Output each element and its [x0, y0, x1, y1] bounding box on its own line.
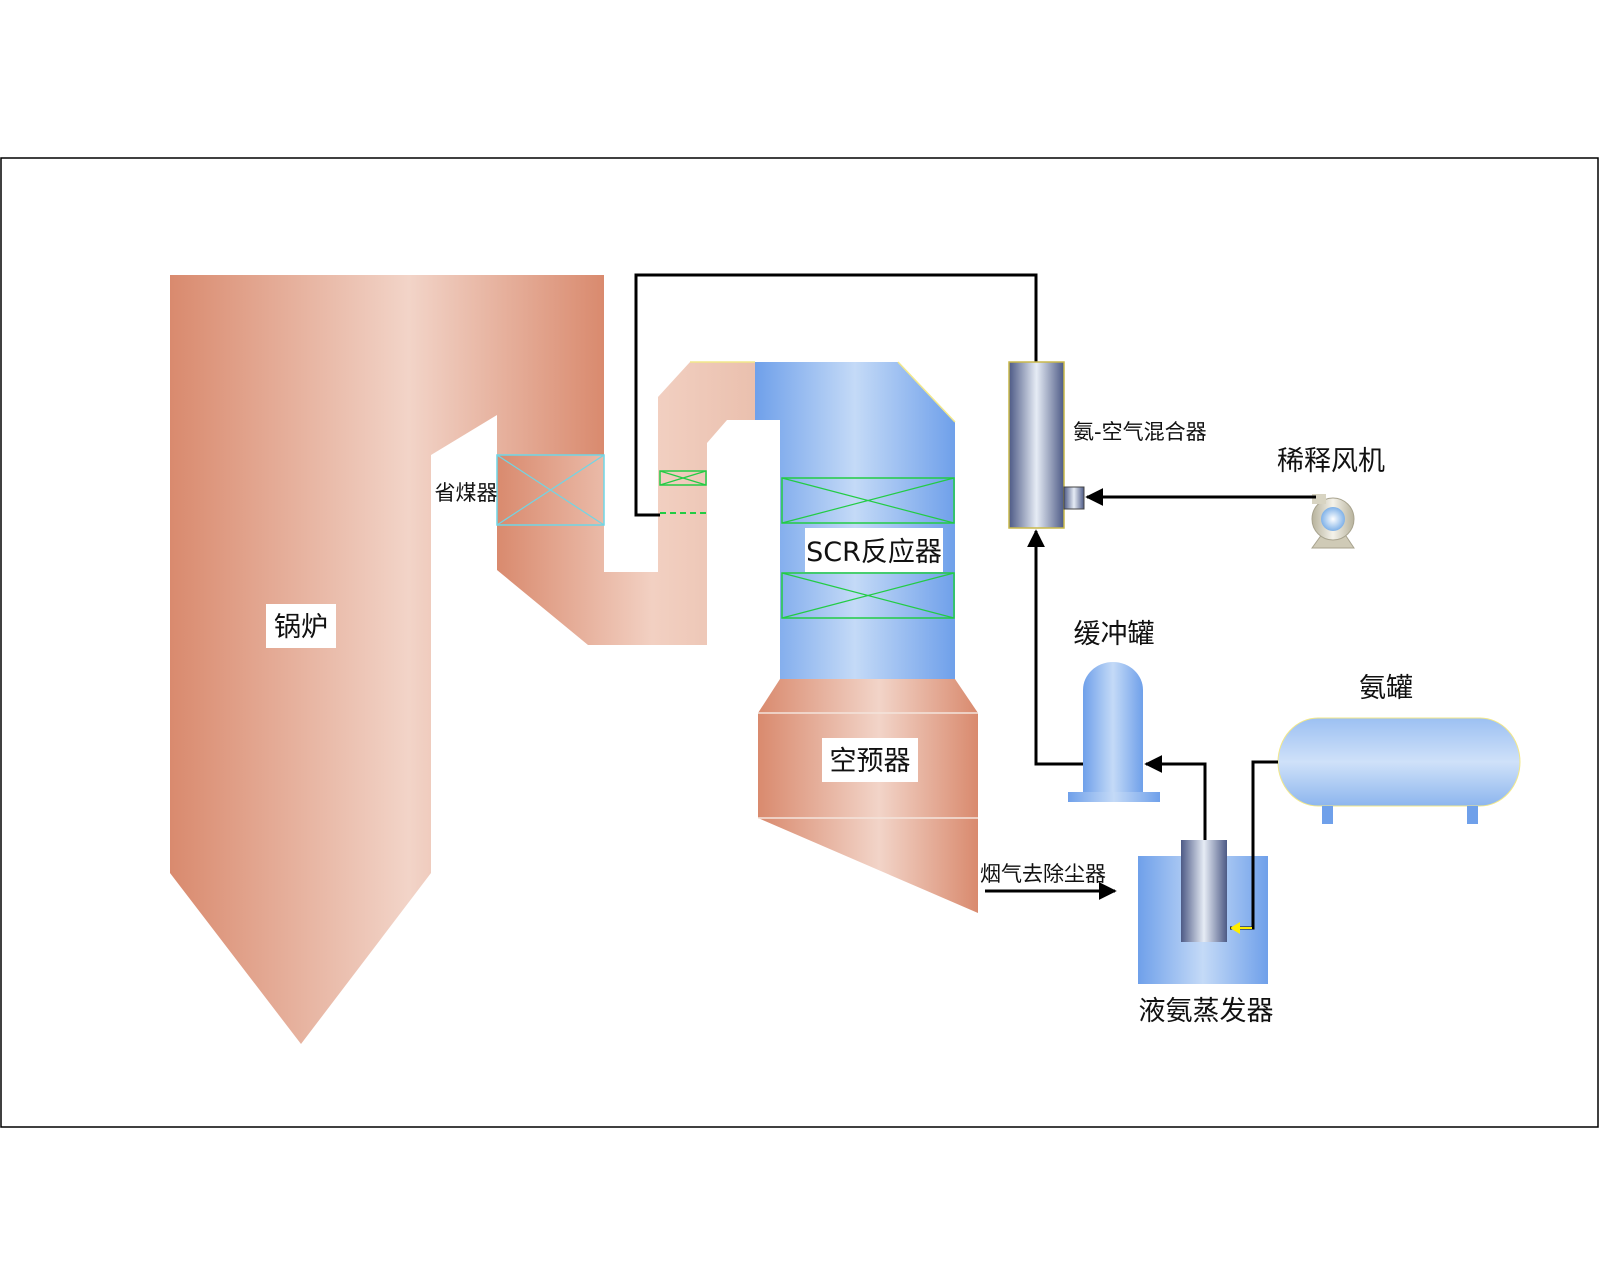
ammonia-injection-grid — [659, 470, 707, 514]
pipe-buffer-to-mixer — [1027, 529, 1083, 766]
air-preheater-label: 空预器 — [830, 746, 911, 777]
buffer-tank-label: 缓冲罐 — [1074, 619, 1155, 650]
ammonia-air-mixer-label: 氨-空气混合器 — [1073, 420, 1207, 444]
dilution-fan — [1311, 494, 1355, 549]
economizer-coil — [496, 454, 605, 526]
air-preheater — [758, 679, 978, 913]
pipe-mixer-to-injection — [634, 273, 1038, 517]
boiler-label-bg — [266, 604, 336, 648]
evaporator-label: 液氨蒸发器 — [1139, 996, 1274, 1027]
scr-label-bg — [805, 528, 943, 572]
dilution-fan-label: 稀释风机 — [1277, 446, 1385, 477]
boiler-label: 锅炉 — [274, 612, 328, 643]
liquid-ammonia-evaporator — [1138, 840, 1268, 984]
diagram-frame — [0, 157, 1599, 1128]
catalyst-layer-lower — [781, 572, 955, 619]
aph-label-bg — [822, 738, 918, 782]
scr-reactor — [755, 361, 956, 679]
ammonia-air-mixer — [1008, 361, 1085, 529]
flow-marker-icon — [1230, 922, 1240, 934]
scr-reactor-label: SCR反应器 — [806, 537, 942, 568]
ammonia-tank — [1277, 717, 1521, 824]
buffer-tank — [1068, 662, 1160, 802]
economizer-duct — [497, 361, 755, 645]
ammonia-tank-label: 氨罐 — [1359, 673, 1413, 704]
catalyst-layer-upper — [781, 477, 955, 524]
flue-gas-label: 烟气去除尘器 — [980, 862, 1106, 886]
pipe-evaporator-to-buffer — [1144, 755, 1207, 840]
economizer-label: 省煤器 — [435, 481, 498, 505]
boiler — [170, 275, 604, 1044]
